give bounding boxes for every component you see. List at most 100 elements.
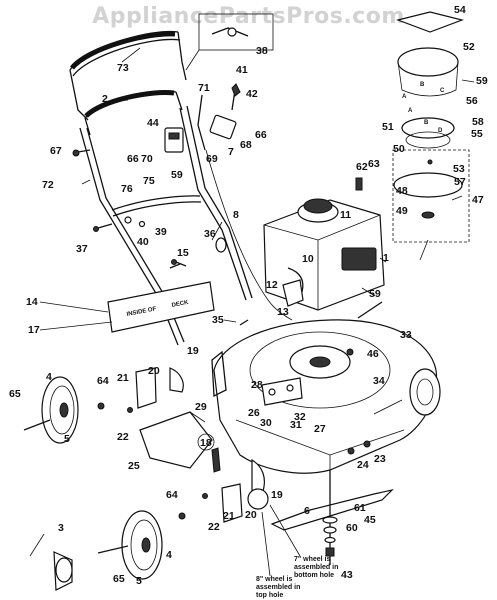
part-label-33: 33 <box>400 329 412 341</box>
part-label-52: 52 <box>463 41 475 53</box>
cable-clip-36 <box>215 237 227 253</box>
blade-adapter-letters: A B C A B D <box>402 82 445 134</box>
note-8in-line-1: 8" wheel is <box>256 576 292 583</box>
part-label-17: 17 <box>28 324 40 336</box>
part-label-19a: 19 <box>187 345 199 357</box>
part-label-64b: 64 <box>166 489 178 501</box>
part-label-67: 67 <box>50 145 62 157</box>
deck-plate-text-1: INSIDE OF <box>126 306 157 318</box>
part-label-12: 12 <box>266 279 278 291</box>
part-label-31: 31 <box>290 419 302 431</box>
part-label-18-circle <box>197 433 215 451</box>
part-label-62: 62 <box>356 161 368 173</box>
letter-a2: A <box>408 108 413 114</box>
wheel-note-7in: 7" wheel is assembled in bottom hole <box>294 556 338 579</box>
part-label-40: 40 <box>137 236 149 248</box>
part-label-63: 63 <box>368 158 380 170</box>
letter-c: C <box>440 88 445 94</box>
part-label-30: 30 <box>260 417 272 429</box>
part-label-20a: 20 <box>148 365 160 377</box>
part-label-6: 6 <box>304 505 310 517</box>
part-label-60: 60 <box>346 522 358 534</box>
part-label-45: 45 <box>364 514 376 526</box>
part-label-70: 70 <box>141 153 153 165</box>
part-label-28: 28 <box>251 379 263 391</box>
part-label-58: 58 <box>472 116 484 128</box>
lower-handle-left <box>79 127 185 346</box>
handle-crossbar <box>111 195 202 228</box>
part-label-76: 76 <box>121 183 133 195</box>
part-label-32: 32 <box>294 411 306 423</box>
mower-deck <box>211 319 438 474</box>
part-label-59b: 59 <box>369 288 381 300</box>
control-box <box>164 83 241 153</box>
part-label-68: 68 <box>240 139 252 151</box>
part-label-66a: 66 <box>255 129 267 141</box>
part-label-48: 48 <box>396 185 408 197</box>
axle-bolts <box>97 402 371 520</box>
lower-handle-right <box>179 105 253 301</box>
part-label-51: 51 <box>382 121 394 133</box>
part-label-65b: 65 <box>113 573 125 585</box>
note-7in-line-3: bottom hole <box>294 572 334 579</box>
part-label-7: 7 <box>228 146 234 158</box>
letter-b1: B <box>420 82 425 88</box>
part-label-53: 53 <box>453 163 465 175</box>
part-label-59a: 59 <box>476 75 488 87</box>
hubcap-3 <box>53 551 73 591</box>
part-label-26: 26 <box>248 407 260 419</box>
part-label-25: 25 <box>128 460 140 472</box>
part-label-36: 36 <box>204 228 216 240</box>
wheel-bracket-26-32 <box>261 377 303 406</box>
part-label-55: 55 <box>471 128 483 140</box>
note-7in-line-2: assembled in <box>294 564 338 571</box>
part-label-22b: 22 <box>208 521 220 533</box>
part-label-46: 46 <box>367 348 379 360</box>
part-label-27: 27 <box>314 423 326 435</box>
wheel-front-left <box>97 510 163 580</box>
handle-grip-bar <box>84 89 183 136</box>
letter-b2: B <box>424 120 429 126</box>
note-8in-line-2: assembled in <box>256 584 300 591</box>
part-label-20b: 20 <box>245 509 257 521</box>
part-label-41: 41 <box>236 64 248 76</box>
part-label-29: 29 <box>195 401 207 413</box>
part-label-2: 2 <box>102 93 108 105</box>
part-label-14: 14 <box>26 296 38 308</box>
note-7in-line-1: 7" wheel is <box>294 556 330 563</box>
engine <box>263 198 385 311</box>
part-label-57: 57 <box>454 176 466 188</box>
part-label-23: 23 <box>374 453 386 465</box>
spark-plug-62 <box>355 177 363 191</box>
part-label-34: 34 <box>373 375 385 387</box>
part-number-labels: 1 2 3 4 4 5 5 6 7 8 10 11 12 13 14 15 17… <box>9 4 488 587</box>
note-8in-line-3: top hole <box>256 592 283 599</box>
part-label-39: 39 <box>155 226 167 238</box>
watermark: AppliancePartsPros.com <box>92 4 405 29</box>
part-label-35: 35 <box>212 314 224 326</box>
part-label-21b: 21 <box>223 510 235 522</box>
part-label-42: 42 <box>246 88 258 100</box>
part-label-1: 1 <box>383 252 389 264</box>
part-label-8: 8 <box>233 209 239 221</box>
part-label-10: 10 <box>302 253 314 265</box>
part-label-50: 50 <box>393 143 405 155</box>
wheel-note-8in: 8" wheel is assembled in top hole <box>256 504 300 599</box>
part-label-38: 38 <box>256 45 268 57</box>
letter-d: D <box>438 128 443 134</box>
part-label-75: 75 <box>143 175 155 187</box>
part-label-44: 44 <box>147 117 159 129</box>
part-label-69: 69 <box>206 153 218 165</box>
part-label-19b: 19 <box>271 489 283 501</box>
upper-handle <box>69 30 187 121</box>
part-label-64a: 64 <box>97 375 109 387</box>
part-label-65a: 65 <box>9 388 21 400</box>
rear-discharge-flap <box>139 411 213 469</box>
part-label-47: 47 <box>472 194 484 206</box>
part-label-13: 13 <box>277 306 289 318</box>
part-label-24: 24 <box>357 459 369 471</box>
misc-small-parts <box>169 263 383 510</box>
part-label-22a: 22 <box>117 431 129 443</box>
part-label-5a: 5 <box>64 433 70 445</box>
